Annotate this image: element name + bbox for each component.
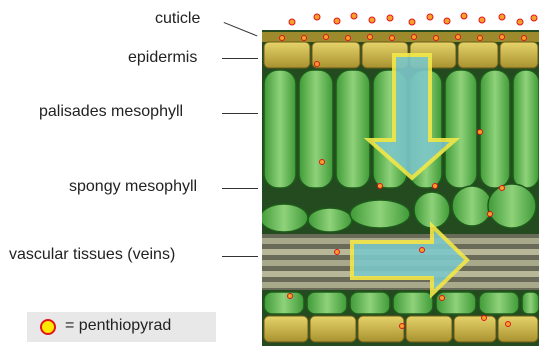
legend-text: = penthiopyrad bbox=[65, 317, 171, 335]
label-spongy-mesophyll: spongy mesophyll bbox=[69, 178, 197, 196]
label-palisades-mesophyll: palisades mesophyll bbox=[39, 103, 183, 121]
leader-epidermis bbox=[222, 58, 258, 59]
leaf-cross-section bbox=[262, 0, 539, 346]
leader-cuticle bbox=[224, 22, 258, 36]
label-cuticle: cuticle bbox=[155, 10, 200, 28]
penthiopyrad-dot-icon bbox=[40, 319, 56, 335]
leader-spongy bbox=[222, 188, 258, 189]
label-epidermis: epidermis bbox=[128, 49, 197, 67]
leader-palisades bbox=[222, 113, 258, 114]
leader-vascular bbox=[222, 256, 258, 257]
label-vascular-tissues: vascular tissues (veins) bbox=[9, 246, 175, 264]
legend: = penthiopyrad bbox=[27, 312, 216, 342]
